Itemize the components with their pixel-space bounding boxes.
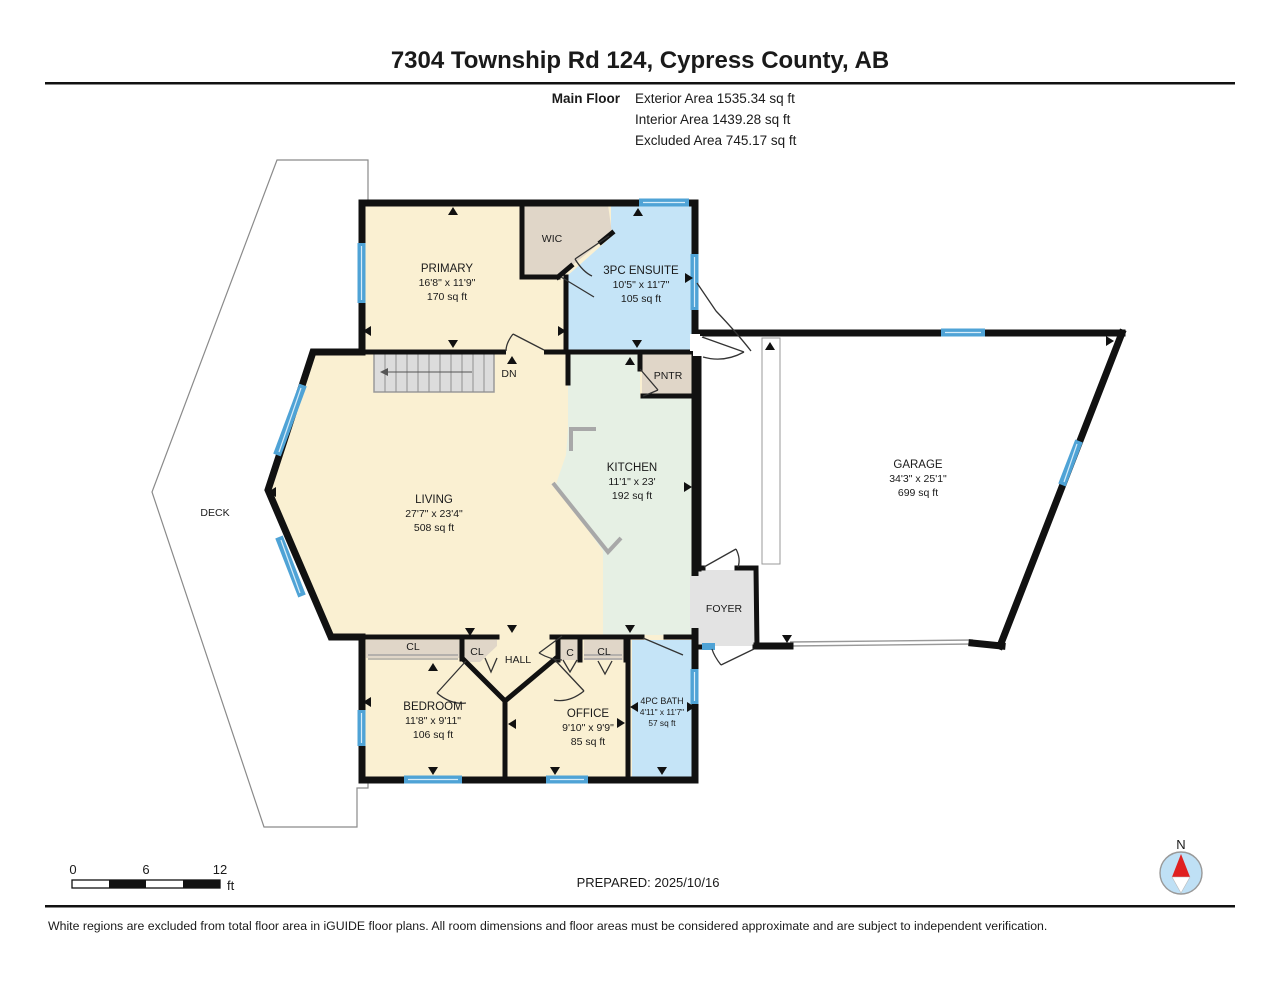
kitchen-counter <box>551 427 623 556</box>
bath-label: 4PC BATH <box>640 696 683 706</box>
c-closet-label: C <box>566 647 574 659</box>
stairs-down-arrow-icon <box>380 368 388 376</box>
foyer-label: FOYER <box>706 603 743 615</box>
living-label: LIVING <box>415 494 453 506</box>
scale-tick-12: 12 <box>213 862 227 877</box>
garage-floor <box>700 335 1120 645</box>
scale-unit: ft <box>227 878 235 893</box>
garage-label: GARAGE <box>893 459 943 471</box>
bedroom-label: BEDROOM <box>403 701 462 713</box>
dimension-arrows <box>268 207 1114 775</box>
bath-dims: 4'11" x 11'7" <box>640 707 684 717</box>
garage-dims: 34'3" x 25'1" <box>889 473 947 485</box>
staircase <box>373 351 495 393</box>
office-area: 85 sq ft <box>571 736 606 748</box>
foyer-floor <box>697 570 757 646</box>
door-swings <box>436 235 755 704</box>
scale-tick-0: 0 <box>69 862 76 877</box>
closet-sliding-doors <box>368 654 622 676</box>
ensuite-label: 3PC ENSUITE <box>603 265 679 277</box>
office-label: OFFICE <box>567 708 609 720</box>
stairs-dn-label: DN <box>501 368 516 380</box>
kitchen-floor <box>556 354 695 635</box>
pantry-floor <box>642 354 693 396</box>
bedroom-closet-label: CL <box>406 641 420 653</box>
primary-label: PRIMARY <box>421 263 474 275</box>
office-dims: 9'10" x 9'9" <box>562 722 614 734</box>
kitchen-label: KITCHEN <box>607 462 657 474</box>
c-closet-floor <box>558 640 580 660</box>
footer-divider <box>45 905 1235 908</box>
prepared-date: PREPARED: 2025/10/16 <box>577 875 720 890</box>
ensuite-floor <box>566 205 692 350</box>
interior-walls <box>359 200 760 783</box>
wic-floor <box>524 205 612 277</box>
excluded-area: Excluded Area 745.17 sq ft <box>635 133 797 148</box>
interior-area: Interior Area 1439.28 sq ft <box>635 112 791 127</box>
compass-north-needle-icon <box>1172 854 1190 877</box>
compass: N <box>1159 837 1203 895</box>
deck-label: DECK <box>200 507 229 519</box>
bedroom-dims: 11'8" x 9'11" <box>405 715 461 727</box>
garage-door <box>789 639 974 647</box>
pantry-label: PNTR <box>654 370 683 382</box>
page-title: 7304 Township Rd 124, Cypress County, AB <box>391 47 889 74</box>
exterior-area: Exterior Area 1535.34 sq ft <box>635 91 795 106</box>
hall-closet-label: CL <box>470 646 484 658</box>
hall-closet-floor <box>464 640 497 662</box>
garage-stair-ledge <box>761 337 781 565</box>
room-labels: PRIMARY 16'8" x 11'9" 170 sq ft WIC 3PC … <box>403 233 947 748</box>
primary-dims: 16'8" x 11'9" <box>419 277 476 289</box>
ensuite-area: 105 sq ft <box>621 293 661 305</box>
primary-area: 170 sq ft <box>427 291 467 303</box>
wall-openings <box>506 334 703 628</box>
living-area: 508 sq ft <box>414 522 454 534</box>
header-divider <box>45 82 1235 85</box>
bath-floor <box>632 640 692 777</box>
bedroom-closet-floor <box>366 640 460 658</box>
bedroom-area: 106 sq ft <box>413 729 453 741</box>
compass-south-needle-icon <box>1171 876 1191 894</box>
compass-north-label: N <box>1176 837 1185 852</box>
disclaimer-text: White regions are excluded from total fl… <box>48 919 1047 933</box>
floor-label: Main Floor <box>552 91 621 106</box>
ensuite-dims: 10'5" x 11'7" <box>613 279 670 291</box>
bath-area: 57 sq ft <box>648 718 676 728</box>
kitchen-area: 192 sq ft <box>612 490 652 502</box>
scale-tick-6: 6 <box>142 862 149 877</box>
scale-bar: 0 6 12 ft <box>69 862 234 893</box>
windows <box>273 198 1083 784</box>
office-closet-label: CL <box>597 646 611 658</box>
garage-area: 699 sq ft <box>898 487 938 499</box>
kitchen-dims: 11'1" x 23' <box>608 476 655 488</box>
living-dims: 27'7" x 23'4" <box>405 508 463 520</box>
garage-walls <box>694 328 1127 651</box>
hall-label: HALL <box>505 654 531 666</box>
wic-label: WIC <box>542 233 563 245</box>
